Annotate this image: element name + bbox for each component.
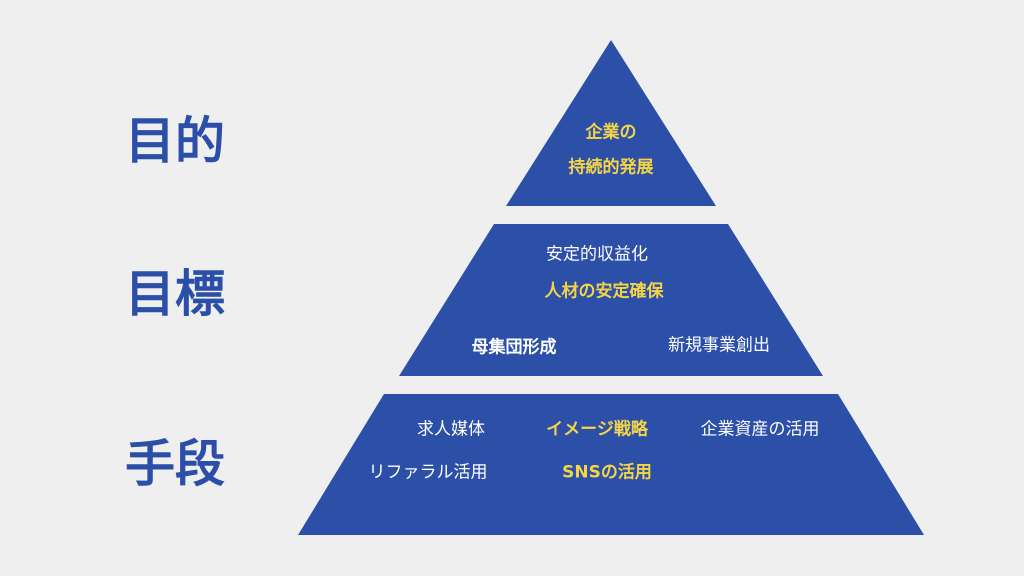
level-label-means: 手段 (125, 435, 225, 493)
goal-item: 人材の安定確保 (544, 281, 664, 302)
means-item: 企業資産の活用 (700, 419, 820, 440)
means-item: イメージ戦略 (546, 419, 648, 440)
goal-item: 安定的収益化 (546, 244, 648, 265)
means-item: SNSの活用 (562, 462, 652, 483)
means-item: 求人媒体 (417, 419, 485, 440)
means-item: リファラル活用 (368, 462, 488, 483)
pyramid-bottom-means (298, 394, 924, 535)
pyramid-middle-goal (399, 224, 823, 376)
goal-item: 母集団形成 (471, 337, 557, 358)
purpose-text-line2: 持続的発展 (568, 157, 654, 178)
level-label-purpose: 目的 (125, 112, 225, 170)
purpose-text-line1: 企業の (585, 122, 637, 143)
goal-item: 新規事業創出 (668, 335, 770, 356)
pyramid-top-purpose (506, 40, 716, 206)
level-label-goal: 目標 (125, 265, 225, 323)
